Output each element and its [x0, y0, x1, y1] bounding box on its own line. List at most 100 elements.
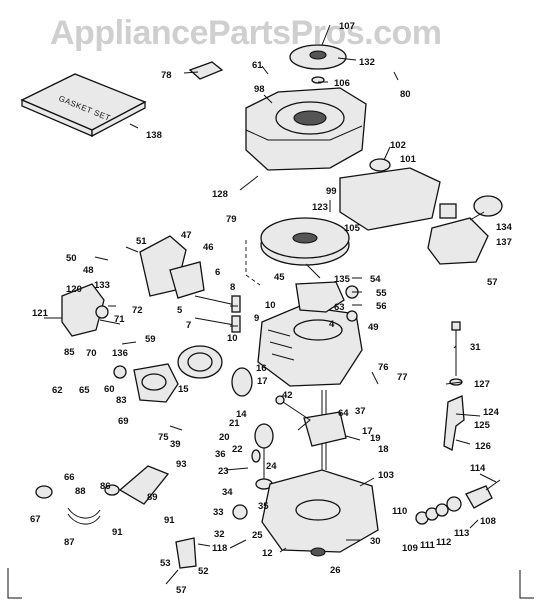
callout-135: 135 [334, 274, 351, 285]
callout-125: 125 [474, 420, 491, 431]
callout-91-left: 91 [112, 527, 123, 538]
callout-49: 49 [368, 322, 379, 333]
callout-112: 112 [436, 537, 451, 548]
callout-85: 85 [64, 347, 75, 358]
callout-76: 76 [378, 362, 389, 373]
callout-22: 22 [232, 444, 243, 455]
callout-93: 93 [176, 459, 187, 470]
callout-10-upper: 10 [265, 300, 276, 311]
callout-106: 106 [334, 78, 350, 89]
callout-14: 14 [236, 409, 247, 420]
carburetor [113, 363, 179, 403]
callout-8: 8 [230, 282, 235, 293]
callout-48: 48 [83, 265, 94, 276]
callout-78: 78 [161, 70, 172, 81]
callout-6: 6 [215, 267, 220, 278]
callout-23: 23 [218, 466, 229, 477]
register-marks [7, 568, 534, 599]
callout-9: 9 [254, 313, 259, 324]
leader-lines [44, 24, 497, 585]
callout-111: 111 [420, 540, 436, 551]
muffler [61, 283, 109, 337]
callout-17-lower: 17 [362, 426, 373, 437]
callout-108: 108 [480, 516, 496, 527]
callout-71: 71 [114, 314, 125, 325]
air-filter-cover [188, 44, 347, 84]
callout-31: 31 [470, 342, 481, 353]
callout-75: 75 [158, 432, 169, 443]
callout-79: 79 [226, 214, 237, 225]
flywheel [260, 217, 350, 266]
callout-124: 124 [483, 407, 500, 418]
crankshaft [303, 390, 347, 470]
fuel-tank [339, 158, 441, 231]
callout-labels: 107 132 106 78 61 98 80 138 102 101 99 1… [30, 21, 513, 596]
callout-39: 39 [170, 439, 181, 450]
callout-26: 26 [330, 565, 341, 576]
callout-69: 69 [118, 416, 129, 427]
callout-67: 67 [30, 514, 41, 525]
callout-51: 51 [136, 236, 147, 247]
callout-55: 55 [376, 288, 387, 299]
callout-110: 110 [392, 506, 407, 517]
callout-7: 7 [186, 320, 191, 331]
callout-17-upper: 17 [257, 376, 268, 387]
callout-20: 20 [219, 432, 230, 443]
callout-45: 45 [274, 272, 285, 283]
callout-126: 126 [475, 441, 491, 452]
callout-10-lower: 10 [227, 333, 238, 344]
callout-114: 114 [470, 463, 486, 474]
callout-63: 63 [334, 302, 345, 313]
callout-133: 133 [94, 280, 110, 291]
callout-54: 54 [370, 274, 381, 285]
callout-102: 102 [390, 140, 406, 151]
callout-88: 88 [75, 486, 86, 497]
callout-52: 52 [198, 566, 209, 577]
callout-80: 80 [400, 89, 411, 100]
callout-50: 50 [66, 253, 77, 264]
callout-35: 35 [258, 501, 269, 512]
engine-block [257, 305, 363, 387]
callout-77: 77 [397, 372, 408, 383]
callout-62: 62 [52, 385, 63, 396]
callout-57-bottom: 57 [176, 585, 187, 596]
callout-5: 5 [177, 305, 183, 316]
callout-107: 107 [339, 21, 355, 32]
callout-47: 47 [181, 230, 192, 241]
callout-4: 4 [329, 319, 335, 330]
callout-37: 37 [355, 406, 366, 417]
callout-105: 105 [344, 223, 361, 234]
air-filter-element [177, 345, 253, 397]
callout-66: 66 [64, 472, 75, 483]
breather-cover [139, 235, 205, 299]
valves [194, 295, 241, 333]
callout-109: 109 [402, 543, 418, 554]
callout-60: 60 [104, 384, 115, 395]
callout-56: 56 [376, 301, 387, 312]
callout-86: 86 [100, 481, 111, 492]
callout-12: 12 [262, 548, 273, 559]
callout-15: 15 [178, 384, 189, 395]
pto-drive-parts [415, 479, 501, 525]
engine-base [261, 469, 379, 557]
throttle-bracket [175, 449, 261, 569]
callout-99: 99 [326, 186, 337, 197]
callout-137: 137 [496, 237, 512, 248]
callout-72: 72 [132, 305, 143, 316]
callout-59: 59 [145, 334, 156, 345]
callout-61: 61 [252, 60, 263, 71]
callout-121: 121 [32, 308, 49, 319]
oil-fill-tube [443, 321, 465, 451]
callout-57: 57 [487, 277, 498, 288]
callout-134: 134 [496, 222, 513, 233]
callout-64: 64 [338, 408, 349, 419]
recoil-starter [427, 195, 503, 265]
callout-98: 98 [254, 84, 265, 95]
callout-128: 128 [212, 189, 228, 200]
callout-34: 34 [222, 487, 233, 498]
callout-21: 21 [229, 418, 240, 429]
callout-123: 123 [312, 202, 328, 213]
callout-132: 132 [359, 57, 375, 68]
callout-32: 32 [214, 529, 225, 540]
